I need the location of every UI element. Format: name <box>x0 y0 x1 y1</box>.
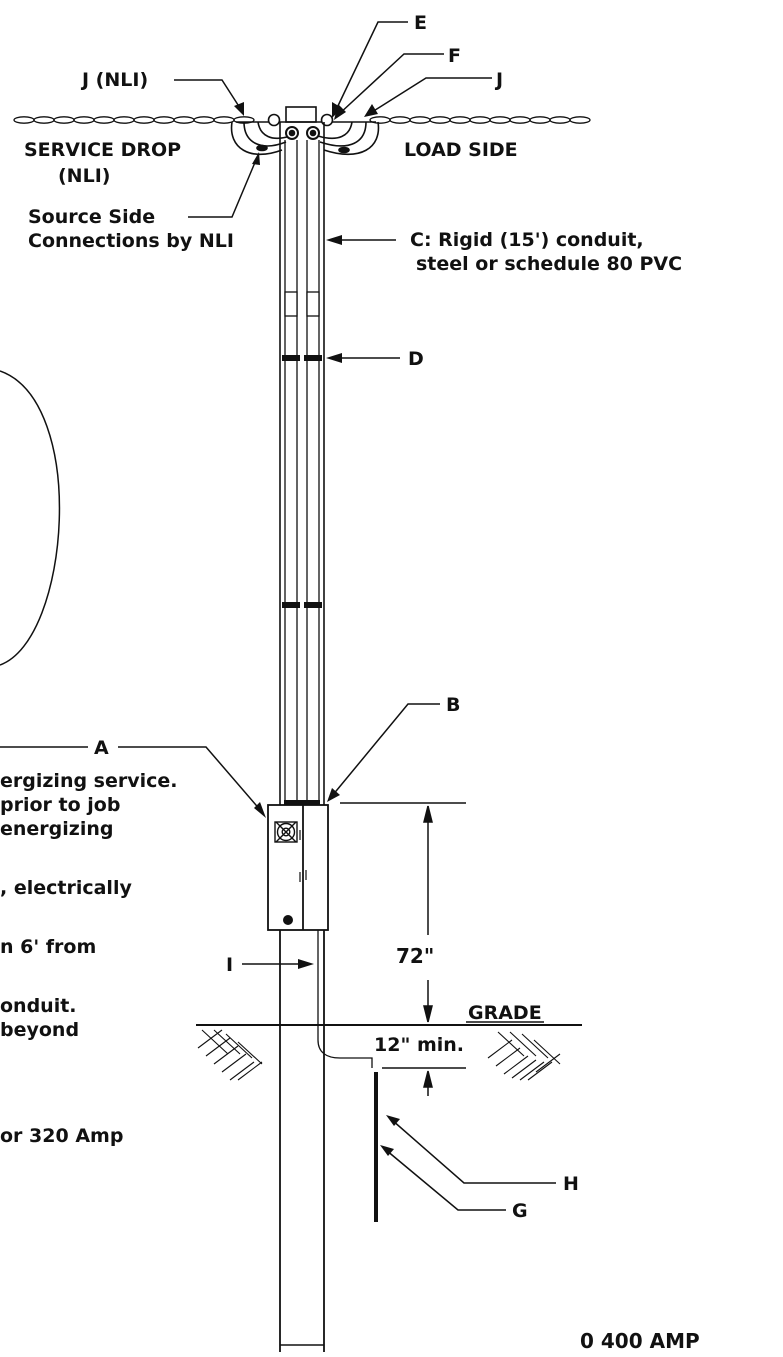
grade-label: GRADE <box>468 1002 542 1024</box>
arrowhead-f <box>334 104 346 120</box>
callout-d: D <box>408 348 424 370</box>
leader-e <box>335 21 408 111</box>
load-side-wire <box>369 116 591 124</box>
ground-lug <box>283 915 293 925</box>
drip-loop-right <box>317 121 380 155</box>
dimension-12-lines <box>382 1067 466 1096</box>
service-drop-label-1: SERVICE DROP <box>24 139 181 161</box>
note-line-2: prior to job <box>0 794 120 816</box>
leader-j <box>371 77 492 113</box>
service-drop-wire <box>13 116 255 124</box>
earth-hatch-right <box>487 1031 561 1081</box>
arrowhead-j <box>364 104 378 117</box>
meter-enclosure <box>267 804 329 931</box>
earth-hatch-left <box>197 1029 263 1081</box>
leader-j-nli <box>174 79 241 109</box>
detail-circle-arc <box>0 370 61 666</box>
callout-e: E <box>414 12 427 34</box>
callout-h: H <box>563 1173 579 1195</box>
leader-source-side <box>188 159 257 218</box>
riser-conduit-assembly <box>279 122 325 805</box>
service-drop-label-2: (NLI) <box>58 165 110 187</box>
ground-conductor <box>317 930 373 1068</box>
note-line-4: , electrically <box>0 877 132 899</box>
arrowhead-g <box>380 1145 394 1156</box>
footer-partial-title: 0 400 AMP <box>580 1329 700 1352</box>
callout-c-2: steel or schedule 80 PVC <box>416 253 682 275</box>
arrowhead-h <box>386 1115 400 1126</box>
leader-b <box>331 703 440 797</box>
arrowhead-source-side <box>252 152 260 165</box>
callout-a: A <box>94 737 109 759</box>
callout-j: J <box>494 69 503 91</box>
arrowhead-i <box>298 959 314 969</box>
callout-i: I <box>226 954 233 976</box>
callout-j-nli: J (NLI) <box>80 69 148 91</box>
weatherhead <box>236 106 376 140</box>
note-line-3: energizing <box>0 818 113 840</box>
drip-loop-left <box>230 121 291 155</box>
leader-f <box>337 53 444 116</box>
dimension-72-lines <box>340 802 466 1023</box>
load-side-label: LOAD SIDE <box>404 139 518 161</box>
callout-b: B <box>446 694 460 716</box>
source-side-label-2: Connections by NLI <box>28 230 234 252</box>
callout-c-1: C: Rigid (15') conduit, <box>410 229 644 251</box>
dimension-72-label: 72" <box>396 944 434 968</box>
dimension-12-label: 12" min. <box>374 1034 464 1056</box>
arrowhead-b <box>327 788 340 802</box>
arrowhead-c <box>326 235 342 245</box>
note-line-1: ergizing service. <box>0 770 178 792</box>
note-line-6: onduit. <box>0 995 77 1017</box>
leader-g <box>385 1149 506 1211</box>
arrowhead-a <box>254 802 266 818</box>
leader-h <box>391 1119 556 1184</box>
note-line-7: beyond <box>0 1019 79 1041</box>
note-line-8: or 320 Amp <box>0 1125 123 1147</box>
callout-f: F <box>448 45 461 67</box>
conduit-straps <box>282 355 322 806</box>
leader-a-right <box>118 746 263 813</box>
callout-g: G <box>512 1200 528 1222</box>
arrowhead-j-nli <box>234 102 244 116</box>
meter-socket-icon <box>274 821 298 843</box>
note-line-5: n 6' from <box>0 936 96 958</box>
source-side-label-1: Source Side <box>28 206 155 228</box>
arrowhead-d <box>326 353 342 363</box>
pole-post <box>279 930 325 1352</box>
